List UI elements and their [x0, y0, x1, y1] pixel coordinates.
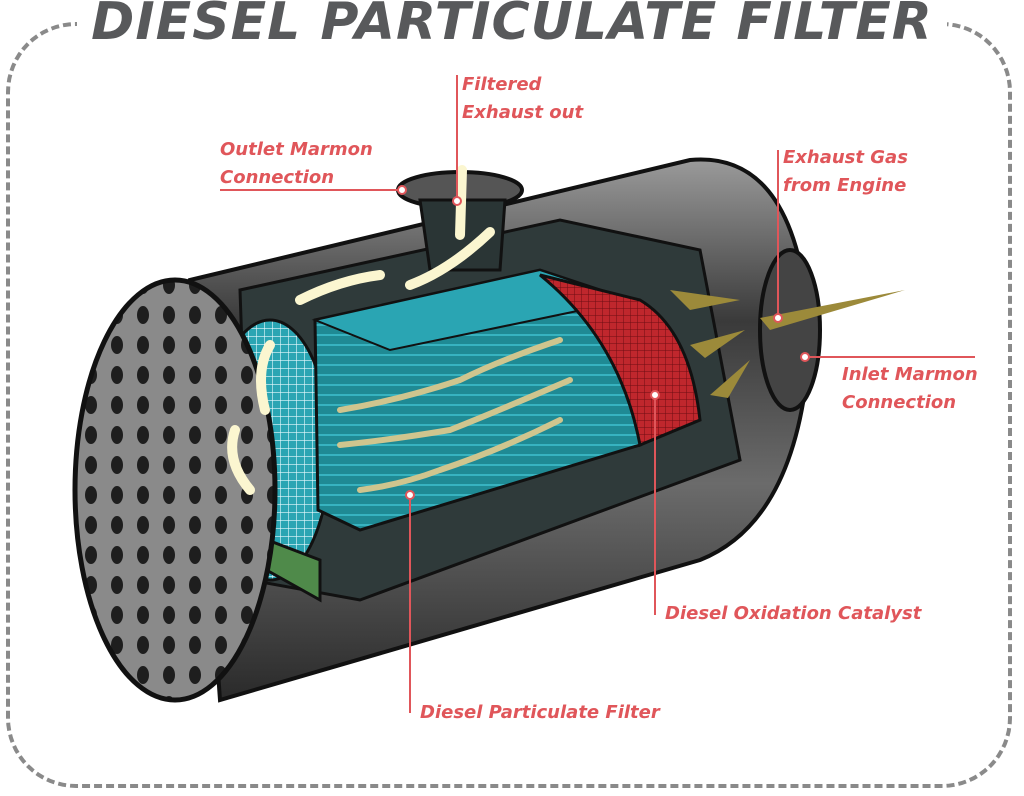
flow-arrow [405, 227, 495, 290]
flow-arrow [337, 377, 573, 448]
exhaust-gas-arrow [710, 360, 750, 398]
flow-arrow [227, 425, 255, 495]
marker-dot [397, 185, 407, 195]
exhaust-gas-arrow [690, 330, 745, 358]
label-diesel-particulate-filter: Diesel Particulate Filter [420, 702, 660, 723]
marker-dot [650, 390, 660, 400]
diagram-title: DIESEL PARTICULATE FILTER [0, 0, 1024, 52]
flow-arrow [357, 417, 563, 493]
perforated-end-cap [72, 277, 278, 703]
flow-arrow [256, 340, 275, 415]
flow-arrow [337, 337, 563, 413]
marker-dot [800, 352, 810, 362]
exhaust-gas-arrow [670, 290, 740, 310]
catalyst-block [539, 273, 702, 448]
marker-dot [773, 313, 783, 323]
flow-arrow [295, 270, 385, 305]
marker-dot [452, 196, 462, 206]
exhaust-gas-arrow [760, 290, 905, 330]
marker-dot [405, 490, 415, 500]
label-diesel-oxidation-catalyst: Diesel Oxidation Catalyst [665, 603, 922, 624]
inlet-end [758, 248, 822, 412]
